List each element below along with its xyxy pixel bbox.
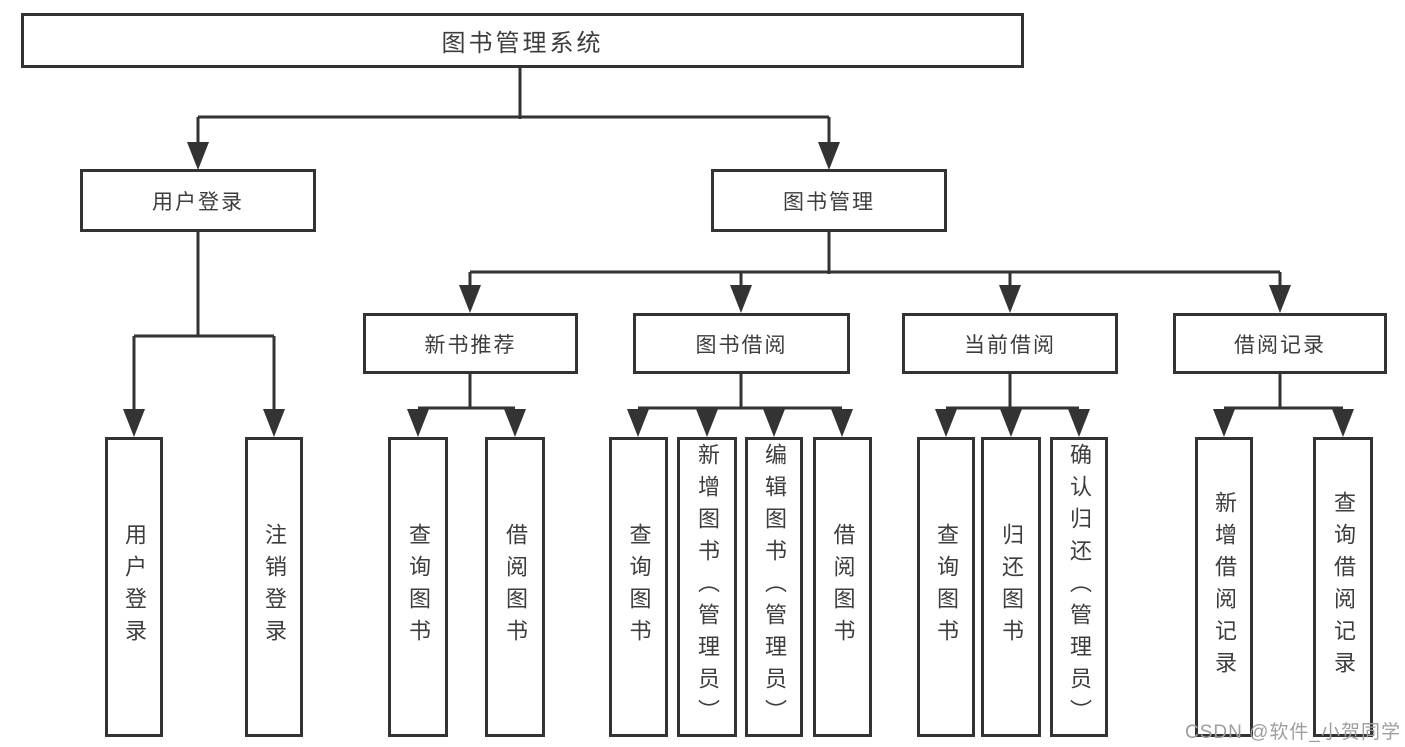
leaf-label: 用户登录 [122, 523, 147, 651]
node-book-borrow: 图书借阅 [633, 313, 850, 374]
leaf-label: 借阅图书 [503, 523, 528, 651]
leaf-label: 查询借阅记录 [1331, 491, 1356, 683]
leaf-label: 查询图书 [406, 523, 431, 651]
leaf-label: 注销登录 [262, 523, 287, 651]
leaf-query-borrow-record: 查询借阅记录 [1313, 437, 1373, 737]
leaf-label: 借阅图书 [830, 523, 856, 651]
leaf-add-borrow-record: 新增借阅记录 [1195, 437, 1253, 737]
node-label: 图书管理系统 [441, 30, 604, 57]
node-label: 新书推荐 [424, 333, 517, 357]
node-user-login: 用户登录 [80, 169, 316, 232]
node-label: 当前借阅 [964, 333, 1056, 357]
node-book-management: 图书管理 [711, 169, 947, 232]
node-borrow-records: 借阅记录 [1173, 313, 1387, 374]
leaf-confirm-return-admin: 确认归还（管理员） [1050, 437, 1108, 737]
leaf-add-book-admin: 新增图书（管理员） [677, 437, 737, 737]
node-library-management-system: 图书管理系统 [21, 13, 1024, 68]
leaf-label: 确认归还（管理员） [1067, 443, 1092, 731]
leaf-label: 查询图书 [626, 523, 652, 651]
leaf-borrow-books: 借阅图书 [813, 437, 872, 737]
watermark-text: CSDN @软件_小贺同学 [1185, 722, 1401, 743]
node-new-book-recommend: 新书推荐 [363, 313, 578, 374]
leaf-label: 新增图书（管理员） [695, 443, 720, 731]
leaf-logout: 注销登录 [245, 437, 303, 737]
leaf-query-books-borrow: 查询图书 [609, 437, 668, 737]
node-label: 图书借阅 [695, 333, 788, 357]
node-label: 用户登录 [152, 190, 244, 214]
leaf-edit-book-admin: 编辑图书（管理员） [745, 437, 803, 737]
leaf-label: 编辑图书（管理员） [762, 443, 787, 731]
node-current-borrow: 当前借阅 [902, 313, 1118, 374]
leaf-user-login: 用户登录 [105, 437, 163, 737]
leaf-query-books-recommend: 查询图书 [388, 437, 448, 737]
node-label: 借阅记录 [1234, 333, 1326, 357]
leaf-label: 查询图书 [934, 523, 959, 651]
leaf-query-books-current: 查询图书 [917, 437, 975, 737]
leaf-label: 新增借阅记录 [1212, 491, 1237, 683]
leaf-borrow-books-recommend: 借阅图书 [485, 437, 545, 737]
leaf-return-books: 归还图书 [981, 437, 1041, 737]
node-label: 图书管理 [783, 190, 875, 214]
leaf-label: 归还图书 [999, 523, 1024, 651]
